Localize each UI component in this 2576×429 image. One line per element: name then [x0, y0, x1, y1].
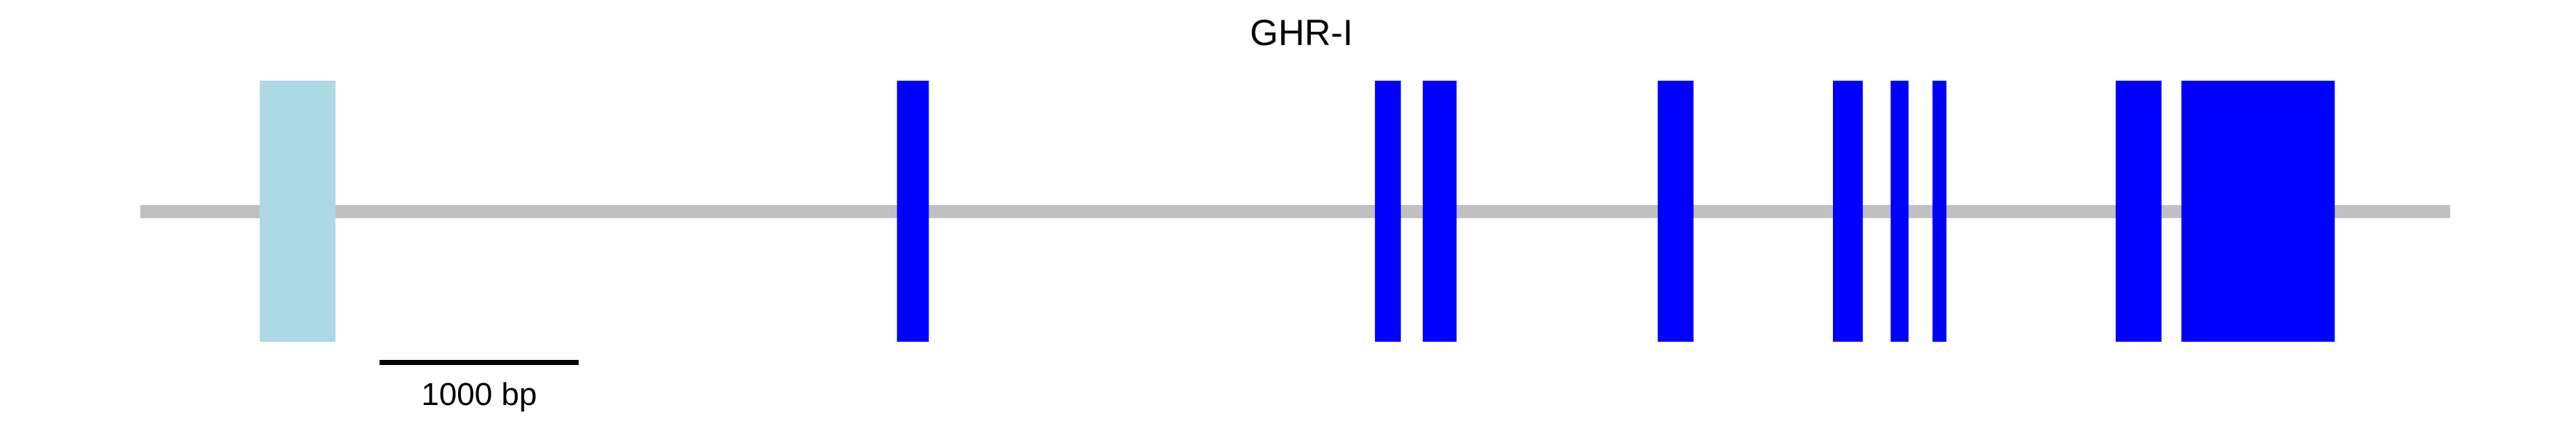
coding-exon-3: [1375, 81, 1401, 342]
scale-bar: [380, 360, 579, 365]
coding-exon-2: [896, 81, 929, 342]
coding-exon-10: [2181, 81, 2335, 342]
coding-exon-7: [1890, 81, 1909, 342]
coding-exon-5: [1658, 81, 1694, 342]
coding-exon-8: [1932, 81, 1947, 342]
intron-line: [140, 205, 2450, 218]
exon-group: [260, 81, 2335, 342]
coding-exon-4: [1422, 81, 1457, 342]
coding-exon-9: [2115, 81, 2162, 342]
utr-exon-1: [260, 81, 336, 342]
coding-exon-6: [1833, 81, 1863, 342]
scale-bar-label: 1000 bp: [421, 377, 537, 412]
gene-title: GHR-I: [1250, 12, 1353, 53]
